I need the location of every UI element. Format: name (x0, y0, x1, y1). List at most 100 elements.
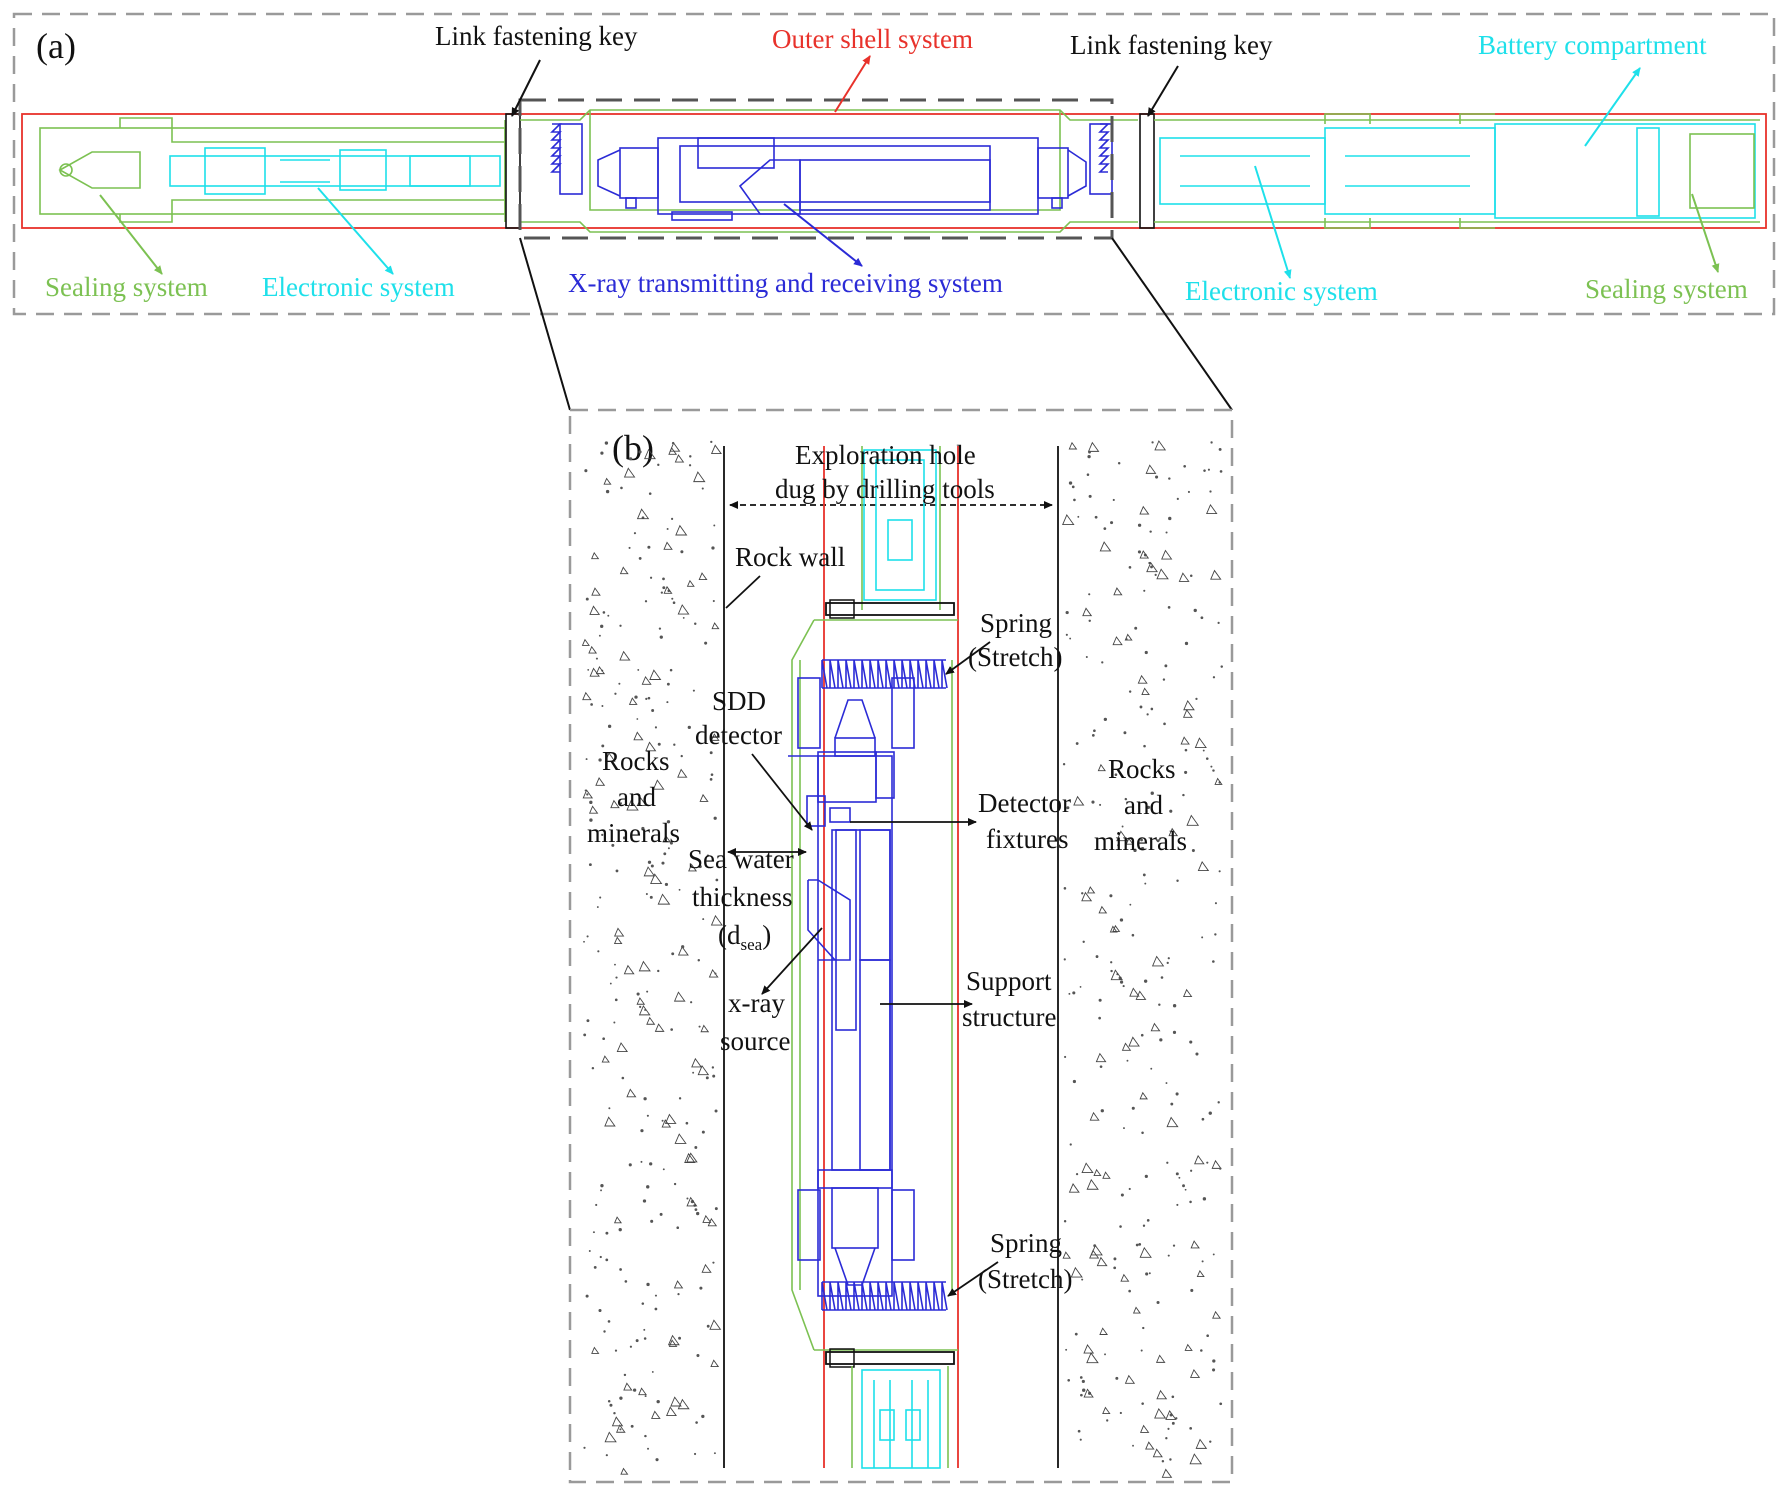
rock-speck (646, 1282, 650, 1287)
rock-speck (1140, 1033, 1144, 1037)
rock-grain (673, 1280, 684, 1289)
rock-speck (607, 1400, 611, 1403)
rock-speck (624, 1280, 628, 1283)
label-spring-bot-2: (Stretch) (978, 1264, 1072, 1294)
rock-speck (701, 487, 704, 490)
rock-speck (593, 1265, 597, 1269)
rock-speck (1191, 849, 1195, 853)
rock-speck (1170, 1102, 1174, 1106)
rock-grain (649, 669, 662, 680)
right-sealing-assembly (1154, 113, 1760, 229)
rock-speck (1142, 873, 1146, 877)
rock-grain (1183, 699, 1195, 711)
rock-speck (1218, 870, 1221, 873)
rock-grain (651, 1410, 661, 1419)
rock-grain (691, 1057, 703, 1068)
rock-speck (677, 1293, 680, 1296)
rock-speck (1119, 980, 1124, 984)
rock-speck (1142, 1326, 1145, 1330)
rock-speck (1206, 1161, 1209, 1164)
rock-grain (1139, 1424, 1150, 1433)
rock-speck (672, 601, 676, 605)
rock-speck (657, 969, 660, 973)
rock-speck (636, 718, 639, 720)
rock-speck (1088, 450, 1091, 454)
rock-speck (1150, 791, 1154, 795)
rock-speck (696, 1211, 700, 1216)
rock-speck (607, 614, 610, 617)
panel-b: (b) (568, 408, 1234, 1484)
rock-speck (1167, 1427, 1170, 1430)
rock-speck (596, 906, 599, 909)
rock-grain (652, 779, 665, 790)
rock-speck (1183, 464, 1187, 468)
rock-speck (1088, 593, 1091, 596)
rock-speck (1069, 1143, 1072, 1146)
rock-speck (1137, 550, 1142, 554)
rock-speck (1160, 976, 1164, 979)
rock-speck (678, 1097, 682, 1100)
rock-speck (1086, 473, 1090, 476)
rock-speck (693, 1452, 697, 1456)
rock-speck (1150, 565, 1153, 569)
rock-grain (674, 454, 685, 463)
rock-speck (1161, 1459, 1165, 1463)
rock-speck (650, 1219, 654, 1223)
rock-speck (1144, 1174, 1148, 1178)
rock-grain (614, 927, 625, 937)
label-support-2: structure (962, 1002, 1056, 1032)
rock-speck (698, 865, 702, 869)
rock-speck (1201, 936, 1204, 939)
rock-grain (684, 1152, 696, 1163)
rock-grain (626, 1088, 637, 1098)
label-rocks-right-3: minerals (1094, 826, 1187, 856)
rock-grain (1090, 1244, 1103, 1256)
rock-grain (1109, 925, 1118, 933)
rock-speck (1128, 566, 1132, 569)
rock-texture-right (1062, 440, 1223, 1478)
rock-speck (1178, 1176, 1181, 1179)
rock-speck (1168, 516, 1172, 521)
rock-speck (1193, 608, 1197, 613)
rock-speck (611, 843, 615, 847)
rock-speck (630, 1424, 634, 1428)
label-electronic-right: Electronic system (1185, 276, 1378, 306)
rock-speck (601, 744, 605, 748)
rock-grain (1087, 441, 1100, 452)
rock-grain (654, 1023, 665, 1032)
rock-grain (643, 866, 656, 877)
rock-speck (1141, 1402, 1144, 1405)
rock-speck (592, 1231, 595, 1234)
rock-speck (586, 935, 589, 938)
rock-speck (1079, 986, 1082, 988)
arrow-xray-system (783, 203, 863, 267)
rock-grain (668, 1339, 678, 1347)
rock-grain (601, 1055, 610, 1063)
rock-grain (1087, 886, 1096, 894)
lower-electronic-module (861, 1369, 941, 1469)
rock-speck (712, 1074, 716, 1078)
rock-speck (654, 726, 658, 729)
rock-speck (600, 1189, 602, 1192)
rock-speck (1128, 1187, 1131, 1191)
rock-speck (692, 1071, 695, 1074)
rock-speck (598, 1308, 602, 1313)
rock-speck (1167, 957, 1170, 960)
label-sea-3: (dsea) (718, 920, 771, 954)
rock-speck (1091, 800, 1095, 804)
rock-speck (1150, 707, 1154, 711)
rock-grain (688, 863, 698, 872)
label-rocks-left-3: minerals (587, 818, 680, 848)
rock-speck (1165, 531, 1168, 534)
rock-speck (583, 940, 585, 943)
rock-grain (677, 768, 688, 778)
rock-speck (1063, 958, 1066, 961)
rock-speck (600, 451, 604, 455)
rock-grain (1211, 1159, 1222, 1169)
rock-speck (598, 634, 601, 637)
rock-speck (1167, 606, 1171, 609)
rock-speck (1168, 477, 1171, 480)
rock-speck (1079, 1376, 1083, 1379)
rock-grain (1112, 636, 1123, 646)
rock-speck (1081, 892, 1084, 895)
